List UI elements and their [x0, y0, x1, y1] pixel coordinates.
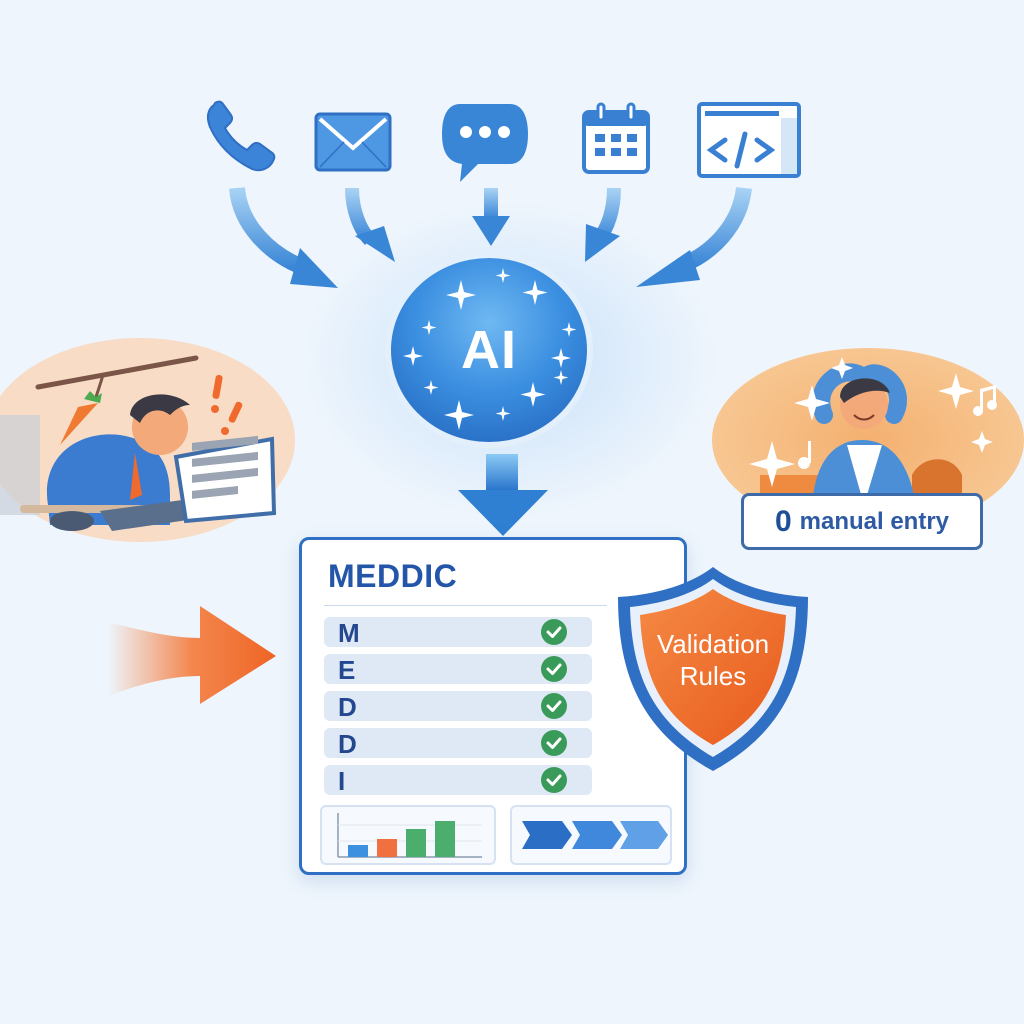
arrow-from-calendar [585, 187, 621, 262]
meddic-row: D [324, 691, 592, 722]
meddic-row: I [324, 765, 592, 796]
mini-bar-chart [320, 805, 496, 865]
source-email [314, 112, 394, 172]
converging-arrows [229, 186, 752, 288]
meddic-title: MEDDIC [328, 558, 458, 594]
chevron-pipeline-icon [522, 821, 668, 849]
badge-text: manual entry [799, 507, 950, 535]
check-circle-icon [541, 693, 567, 719]
source-chat [440, 102, 530, 184]
arrow-from-chat [472, 188, 510, 246]
orange-arrow [108, 606, 276, 704]
relaxed-worker-illustration [712, 348, 1024, 515]
row-letter: D [338, 729, 357, 759]
stressed-worker-illustration [0, 338, 295, 542]
arrow-from-code [636, 186, 752, 287]
shield-line1: Validation [656, 629, 770, 659]
badge-number: 0 [774, 504, 792, 538]
zero-manual-entry-badge: 0 manual entry [741, 493, 983, 550]
divider [324, 605, 607, 606]
ai-hub: AI [383, 250, 595, 450]
meddic-card: MEDDIC M E D D I [299, 537, 687, 875]
envelope-icon [314, 112, 392, 172]
pipeline-stages [510, 805, 672, 865]
sphere-graphic [385, 252, 593, 448]
arrow-ai-to-card [458, 454, 548, 536]
arrow-from-email [345, 187, 395, 262]
after-scene [712, 345, 1024, 515]
row-letter: M [338, 618, 360, 648]
check-circle-icon [541, 619, 567, 645]
shield-icon [618, 567, 808, 771]
sparkle-icons [403, 268, 577, 430]
meddic-row: D [324, 728, 592, 759]
meddic-row: E [324, 654, 592, 685]
shield-line2: Rules [679, 661, 747, 691]
check-circle-icon [541, 656, 567, 682]
chat-bubble-icon [442, 104, 528, 182]
source-calendar [582, 102, 650, 174]
arrow-from-phone [229, 186, 338, 288]
meddic-row: M [324, 617, 592, 648]
music-note-icons [798, 385, 997, 469]
bar-chart-icon [337, 813, 482, 858]
calendar-icon [582, 102, 650, 174]
check-circle-icon [541, 730, 567, 756]
sparkle-icons [749, 357, 993, 487]
ai-label: AI [461, 320, 517, 380]
row-letter: I [338, 766, 346, 796]
code-window-icon [697, 102, 801, 178]
row-letter: D [338, 692, 357, 722]
phone-icon [206, 100, 276, 172]
carrot-icon [60, 403, 98, 445]
before-scene [0, 335, 295, 545]
source-web-code [697, 102, 801, 178]
source-phone [200, 97, 280, 177]
shield-label: Validation Rules [610, 563, 816, 775]
validation-shield: Validation Rules [610, 563, 816, 775]
check-circle-icon [541, 767, 567, 793]
row-letter: E [338, 655, 356, 685]
